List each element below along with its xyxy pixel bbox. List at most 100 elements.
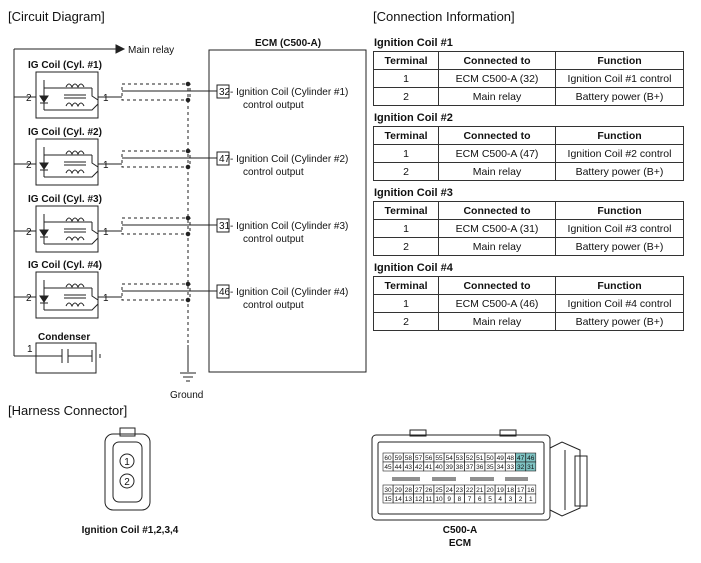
ecm-pin-label: 21 [476,487,484,494]
ecm-pin-label: 56 [425,455,433,462]
diode-icon [39,295,49,303]
table-cell: 1 [373,219,439,238]
table-cell: Battery power (B+) [555,312,684,331]
ecm-pin-label: 17 [517,487,525,494]
ecm-pin-desc2-3: control output [243,234,304,245]
table-cell: 2 [373,312,439,331]
table-cell: Ignition Coil #2 control [555,144,684,163]
ecm-pin-label: 34 [497,464,505,471]
table-cell: Battery power (B+) [555,237,684,256]
table-cell: Main relay [438,237,556,256]
coil-box-4 [35,271,99,319]
table-header: Function [555,276,684,295]
splice-dot [185,81,191,87]
table-cell: 1 [373,144,439,163]
table-header: Terminal [373,51,439,70]
ecm-pin-label: 47 [517,455,525,462]
table-cell: Battery power (B+) [555,87,684,106]
table-header: Connected to [438,126,556,145]
coil-box-3 [35,205,99,253]
table-cell: 2 [373,162,439,181]
ecm-pin-number-1: 32 [219,87,231,98]
shield-3 [121,217,191,235]
ecm-pin-desc2-2: control output [243,167,304,178]
ecm-pin-label: 41 [425,464,433,471]
ecm-pin-label: 29 [395,487,403,494]
coil-pin-left-1: 2 [26,93,32,104]
ecm-pin-label: 33 [507,464,515,471]
table-header: Function [555,126,684,145]
coil-title-4: IG Coil (Cyl. #4) [28,260,102,271]
coil-pin-right-4: 1 [103,293,109,304]
coil-pin-right-3: 1 [103,227,109,238]
diode-icon [39,229,49,237]
table-header: Function [555,51,684,70]
ecm-pin-label: 14 [395,496,403,503]
ecm-pin-label: 57 [415,455,423,462]
ecm-pin-label: 48 [507,455,515,462]
ecm-pin-label: 8 [458,496,462,503]
coil-pin-1 [119,453,135,469]
ecm-pin-label: 6 [478,496,482,503]
coil-pin-right-1: 1 [103,93,109,104]
table-cell: ECM C500-A (32) [438,69,556,88]
ecm-pin-desc-3: - Ignition Coil (Cylinder #3) [230,221,348,232]
splice-dot [185,281,191,287]
ecm-pin-label: 43 [405,464,413,471]
ecm-pin-label: 19 [497,487,505,494]
table-cell: Battery power (B+) [555,162,684,181]
shield-4 [121,283,191,301]
ecm-pin-label: 51 [476,455,484,462]
table-cell: Main relay [438,87,556,106]
ground-label: Ground [170,390,203,401]
ecm-pin-label: 23 [456,487,464,494]
ecm-pin-label: 50 [486,455,494,462]
table-header: Connected to [438,51,556,70]
table-title-coil-4: Ignition Coil #4 [374,262,453,274]
ecm-pin-label: 55 [435,455,443,462]
ecm-pin-label: 12 [415,496,423,503]
ecm-pin-1 [525,493,537,504]
table-title-coil-2: Ignition Coil #2 [374,112,453,124]
ecm-pin-label: 15 [384,496,392,503]
ecm-connector-shell [371,434,551,521]
table-cell: ECM C500-A (47) [438,144,556,163]
ecm-pin-label: 44 [395,464,403,471]
ecm-pin-label: 20 [486,487,494,494]
ecm-pin-31 [525,461,537,472]
table-title-coil-1: Ignition Coil #1 [374,37,453,49]
coil-box-1 [35,71,99,119]
coil-title-2: IG Coil (Cyl. #2) [28,127,102,138]
ecm-pin-label: 13 [405,496,413,503]
diode-icon [39,95,49,103]
ecm-pin-label: 38 [456,464,464,471]
ecm-pin-label: 36 [476,464,484,471]
coil-pin-2 [119,473,135,489]
ecm-pin-label: 46 [527,455,535,462]
ecm-pin-desc-1: - Ignition Coil (Cylinder #1) [230,87,348,98]
ecm-pin-label: 32 [517,464,525,471]
table-cell: Ignition Coil #4 control [555,294,684,313]
coil-pin-left-4: 2 [26,293,32,304]
ecm-pin-label: 58 [405,455,413,462]
ecm-pin-label: 9 [447,496,451,503]
shield-1 [121,83,191,101]
ecm-pin-box-4 [216,284,230,299]
ecm-pin-label: 39 [446,464,454,471]
table-header: Connected to [438,201,556,220]
table-header: Function [555,201,684,220]
ecm-connector-caption-1: C500-A [442,525,478,536]
ecm-pin-label: 16 [527,487,535,494]
table-cell: Main relay [438,162,556,181]
